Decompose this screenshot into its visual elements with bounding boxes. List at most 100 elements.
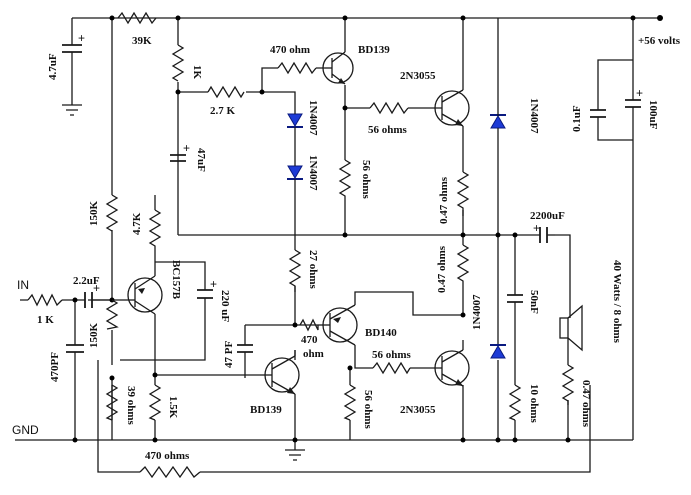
junctions — [72, 15, 663, 443]
label-c-47uf: 47uF — [195, 148, 207, 172]
transistor-2n3055-top — [425, 85, 470, 130]
resistor-1k5 — [148, 384, 162, 421]
label-r-56-b: 56 ohms — [360, 160, 372, 200]
label-d-1n4007-c: 1N4007 — [528, 98, 540, 134]
resistor-56-vert-bot — [343, 384, 357, 421]
diode-1n4007-right-bot — [490, 344, 506, 359]
label-c-47uf-top: 4.7uF — [47, 53, 59, 80]
plus-220uf: + — [210, 277, 217, 291]
capacitor-47uf — [170, 154, 186, 162]
resistor-10 — [508, 384, 522, 421]
plus-100uf: + — [636, 86, 643, 100]
label-r-4k7: 4.7K — [131, 212, 143, 235]
speaker-icon — [559, 300, 583, 352]
label-r-56-a: 56 ohms — [368, 124, 408, 136]
label-c-470pf: 470PF — [49, 352, 61, 382]
resistor-470-top — [277, 61, 317, 75]
label-r-150k-bot: 150K — [88, 323, 100, 349]
capacitor-2200uf — [539, 227, 555, 243]
diode-1n4007-right-top — [490, 110, 506, 132]
label-r-10: 10 ohms — [528, 384, 540, 424]
resistor-27 — [288, 249, 302, 292]
transistor-2n3055-bottom — [434, 349, 470, 387]
resistor-047-top — [456, 171, 470, 216]
label-r-27: 27 ohms — [307, 250, 319, 290]
capacitor-0-1uf — [590, 109, 606, 125]
label-q-2n3055-top: 2N3055 — [400, 70, 436, 82]
label-r-047-top: 0.47 ohms — [438, 176, 450, 224]
resistor-150k-upper — [105, 194, 119, 232]
label-d-1n4007-a: 1N4007 — [307, 100, 319, 136]
label-q-bd139-top: BD139 — [358, 44, 390, 56]
label-r-470-mid-1: 470 — [301, 334, 318, 346]
label-speaker: 40 Watts / 8 ohms — [611, 260, 623, 344]
resistor-39k — [117, 11, 157, 25]
label-c-100uf: 100uF — [647, 100, 659, 130]
label-gnd: GND — [12, 423, 39, 437]
resistor-56-horiz-bot — [372, 361, 411, 375]
resistor-56-horiz-top — [369, 101, 409, 115]
resistor-150k-lower — [105, 299, 119, 330]
transistors — [120, 45, 470, 395]
plus-4-7uf: + — [78, 31, 85, 45]
transistor-bd140 — [318, 304, 358, 346]
label-r-470-mid-2: ohm — [303, 348, 324, 360]
resistor-470-bottom — [139, 465, 201, 479]
label-r-1k-top: 1K — [191, 65, 203, 80]
diode-1n4007-lower — [287, 160, 303, 183]
wiring — [15, 17, 660, 473]
plus-47uf: + — [183, 141, 190, 155]
label-r-470ohm-top: 470 ohm — [270, 44, 310, 56]
ground-icon — [62, 104, 305, 461]
label-r-047-out: 0.47 ohms — [580, 380, 592, 428]
label-d-1n4007-b: 1N4007 — [307, 155, 319, 191]
resistor-2k7 — [207, 85, 245, 99]
transistor-bd139-top — [322, 45, 354, 85]
label-c-47pf: 47 PF — [223, 341, 235, 368]
label-r-56-d: 56 ohms — [362, 390, 374, 430]
label-r-2k7: 2.7 K — [210, 105, 236, 117]
plus-2-2uf: + — [93, 281, 100, 295]
label-r-1k5: 1.5K — [167, 396, 179, 419]
label-r-39: 39 ohms — [125, 386, 137, 426]
label-q-bc157b: BC157B — [170, 260, 182, 300]
label-r-047-mid: 0.47 ohms — [436, 245, 448, 293]
resistors — [27, 11, 575, 479]
label-r-39k: 39K — [132, 35, 152, 47]
diodes — [287, 105, 506, 359]
resistor-1k-input — [27, 293, 63, 307]
resistor-56-vert-top — [338, 159, 352, 200]
label-c-50nf: 50nF — [528, 290, 540, 314]
resistor-39 — [105, 384, 119, 421]
plus-2200uf: + — [533, 221, 540, 235]
label-c-220uf: 220 uF — [219, 290, 231, 322]
transistor-bd139-bottom — [260, 350, 300, 395]
label-c-2200uf: 2200uF — [530, 210, 565, 222]
label-supply: +56 volts — [638, 35, 681, 47]
label-r-150k-top: 150K — [88, 201, 100, 227]
resistor-1k-top — [171, 44, 185, 82]
resistor-4k7 — [148, 209, 162, 250]
capacitor-4-7uf — [62, 44, 82, 70]
label-c-01uf: 0.1uF — [571, 105, 583, 132]
diode-1n4007-upper — [287, 105, 303, 130]
label-q-2n3055-bot: 2N3055 — [400, 404, 436, 416]
label-r-470-bot: 470 ohms — [145, 450, 190, 462]
transistor-bc157b — [120, 270, 163, 320]
label-r-1k-in: 1 K — [37, 314, 54, 326]
capacitor-50nf — [507, 294, 523, 310]
capacitor-100uf — [625, 99, 641, 118]
capacitor-47pf — [237, 344, 253, 365]
label-in: IN — [17, 278, 29, 292]
capacitors — [62, 44, 641, 375]
labels: +56 volts IN GND 39K 1K 470 ohm 2.7 K 56… — [12, 31, 681, 462]
resistor-047-out — [561, 364, 575, 405]
capacitor-2-2uf — [84, 292, 100, 308]
capacitor-220uf — [197, 289, 213, 310]
resistor-047-mid — [456, 244, 470, 285]
label-q-bd140: BD140 — [365, 327, 397, 339]
label-c-22uf: 2.2uF — [73, 275, 100, 287]
label-d-1n4007-d: 1N4007 — [471, 294, 483, 330]
label-r-56-c: 56 ohms — [372, 349, 412, 361]
